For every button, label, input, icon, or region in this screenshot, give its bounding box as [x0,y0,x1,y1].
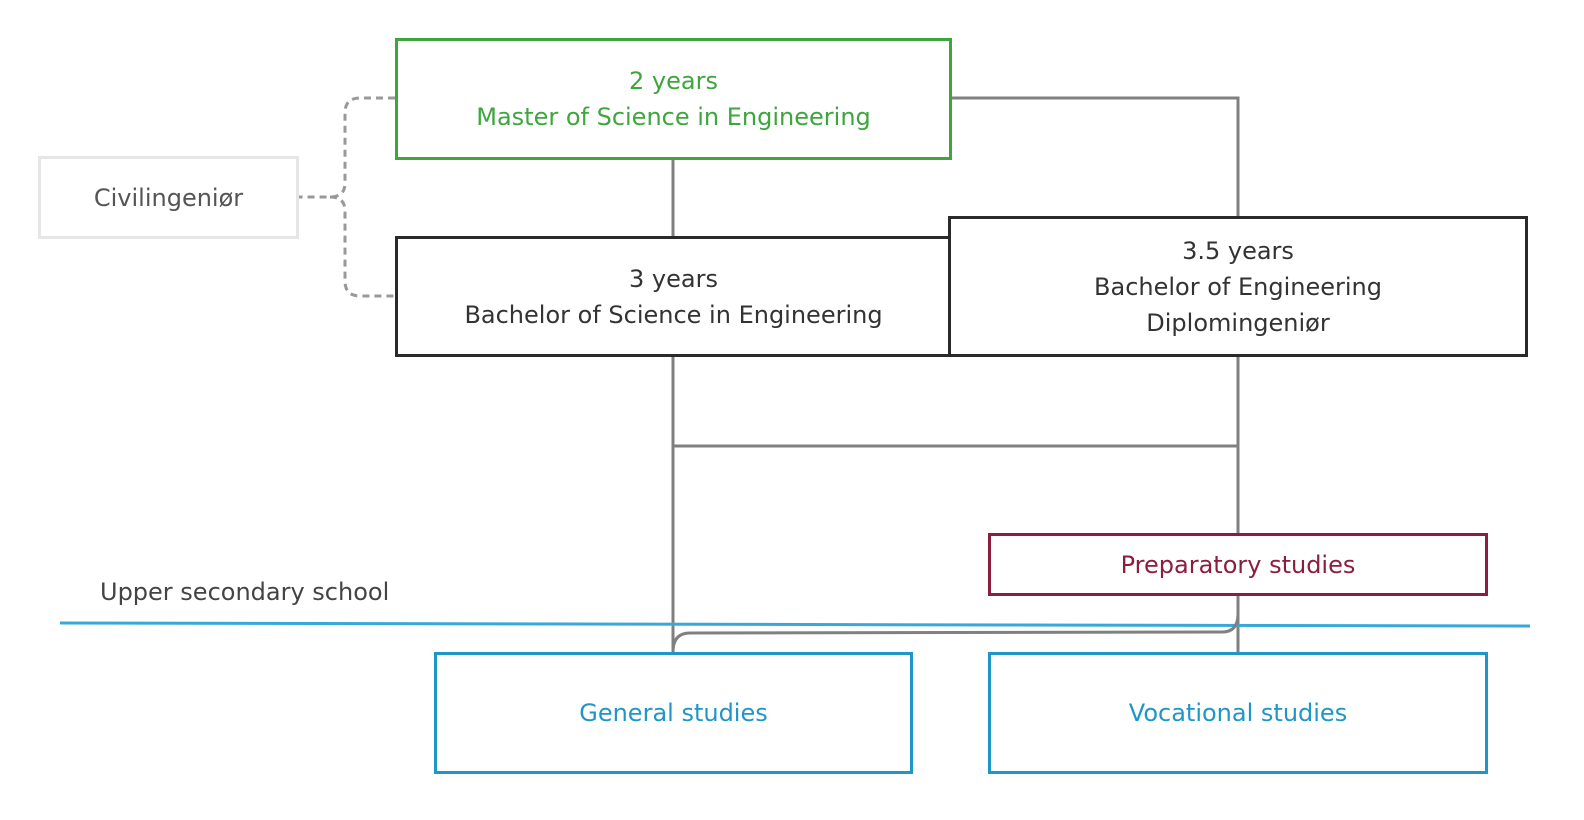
master-title: Master of Science in Engineering [476,103,871,131]
preparatory-box: Preparatory studies [988,533,1488,596]
vocational-studies-label: Vocational studies [1128,699,1348,727]
bachelor-engineering-title: Bachelor of Engineering [1094,272,1382,301]
bachelor-science-title: Bachelor of Science in Engineering [464,300,883,329]
connector-general-prep [671,596,1240,653]
master-duration: 2 years [629,67,718,95]
bachelor-engineering-box: 3.5 years Bachelor of Engineering Diplom… [948,216,1528,357]
preparatory-label: Preparatory studies [1120,550,1356,579]
bachelor-science-box: 3 years Bachelor of Science in Engineeri… [395,236,952,357]
upper-secondary-label: Upper secondary school [100,578,390,606]
vocational-studies-box: Vocational studies [988,652,1488,774]
civilingenior-box: Civilingeniør [38,156,299,239]
general-studies-box: General studies [434,652,913,774]
connector-master-be [952,96,1240,216]
upper-secondary-line [59,621,1531,628]
bachelor-science-duration: 3 years [629,264,718,293]
civilingenior-label: Civilingeniør [93,183,244,212]
bachelor-engineering-duration: 3.5 years [1182,236,1294,265]
master-box: 2 years Master of Science in Engineering [395,38,952,160]
civilingenior-bracket [299,96,395,298]
general-studies-label: General studies [579,699,768,727]
bachelor-engineering-subtitle: Diplomingeniør [1146,308,1330,337]
